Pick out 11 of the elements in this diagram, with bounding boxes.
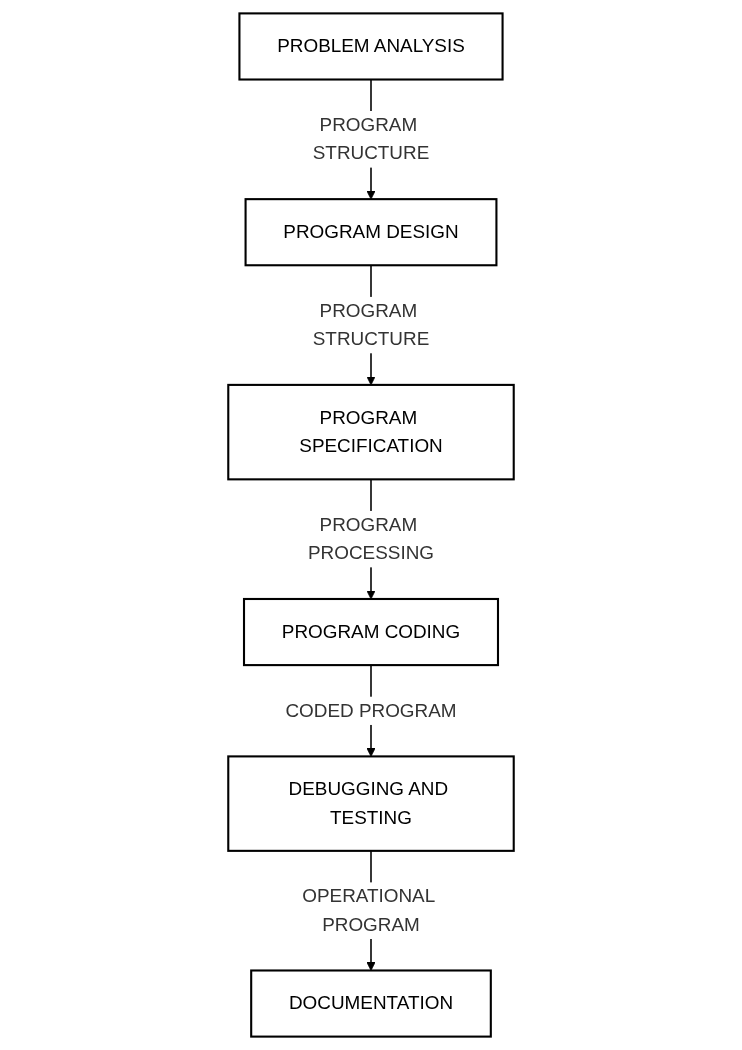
edge-label: PROGRAM STRUCTURE (312, 114, 430, 164)
node-box: DOCUMENTATION (250, 969, 492, 1038)
node-box: PROGRAM SPECIFICATION (227, 383, 515, 481)
edge-label: OPERATIONAL PROGRAM (302, 885, 435, 935)
node-box: PROGRAM CODING (242, 597, 500, 667)
edge-label: CODED PROGRAM (285, 699, 457, 721)
node-box: PROGRAM DESIGN (244, 198, 498, 267)
edge-label: PROGRAM PROCESSING (308, 513, 434, 564)
node-box: DEBUGGING AND TESTING (227, 755, 515, 852)
node-box: PROBLEM ANALYSIS (238, 12, 504, 81)
edge-label: PROGRAM STRUCTURE (312, 299, 430, 350)
